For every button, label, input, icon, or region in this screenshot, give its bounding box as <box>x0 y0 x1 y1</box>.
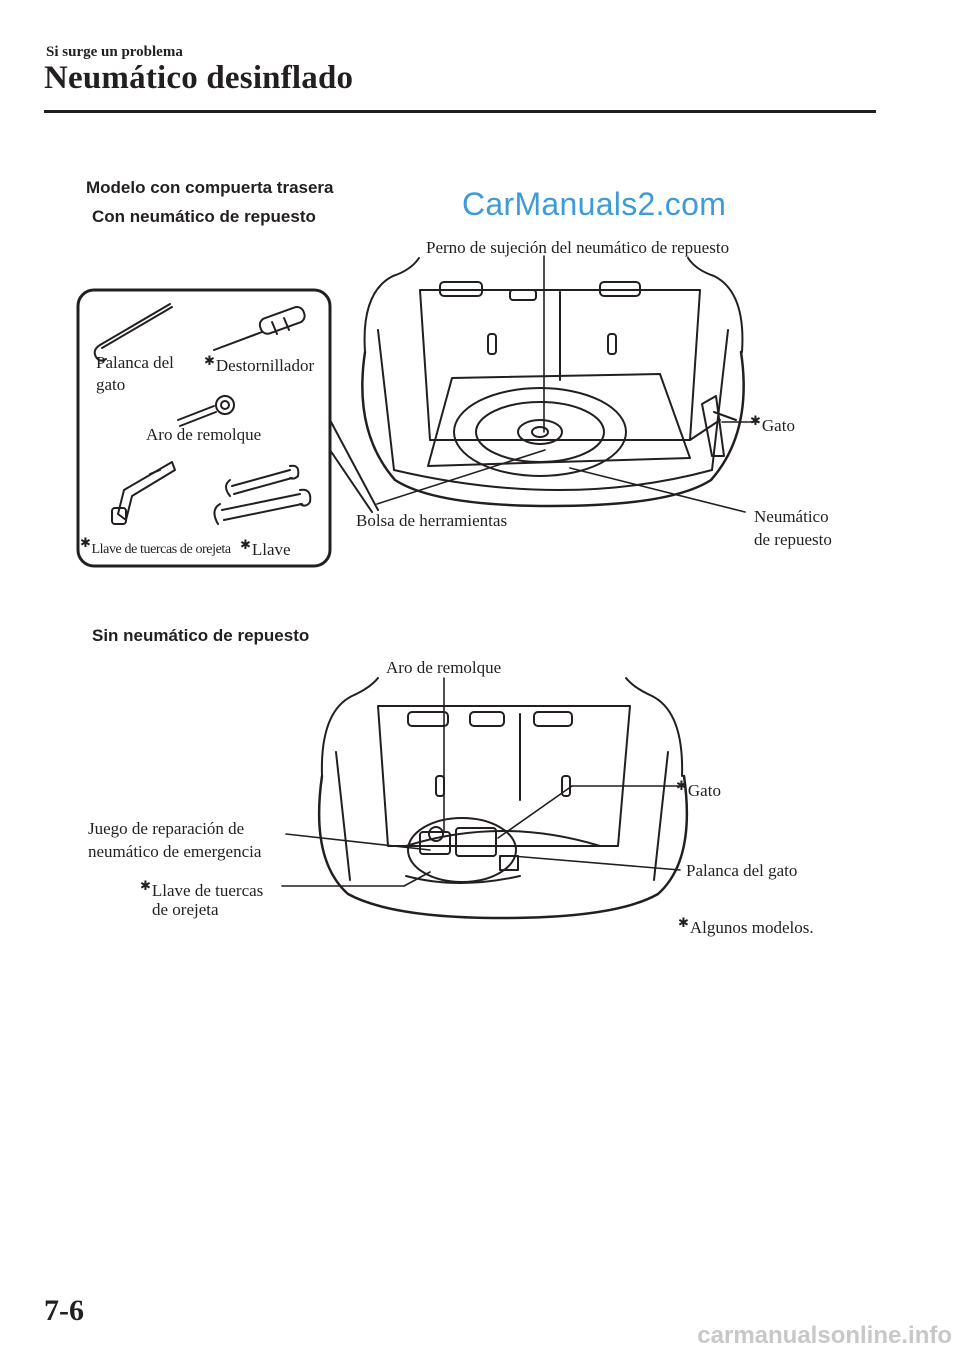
asterisk-icon: ✱ <box>678 915 689 930</box>
trunk-with-spare-illustration <box>362 258 743 506</box>
label-spare-tire-line1: Neumático <box>754 506 829 528</box>
label-lug-wrench-2-line1: ✱Llave de tuercas <box>140 875 263 902</box>
label-jack-lever-line2: gato <box>96 374 125 396</box>
label-repair-kit-line2: neumático de emergencia <box>88 841 261 863</box>
asterisk-icon: ✱ <box>204 353 215 368</box>
label-spare-tire-line2: de repuesto <box>754 529 832 551</box>
label-jack: ✱Gato <box>750 410 795 437</box>
label-screwdriver: ✱Destornillador <box>204 350 314 377</box>
label-jack-lever-2: Palanca del gato <box>686 860 797 882</box>
label-tool-bag: Bolsa de herramientas <box>356 510 507 532</box>
asterisk-icon: ✱ <box>240 537 251 552</box>
label-repair-kit-line1: Juego de reparación de <box>88 818 244 840</box>
label-spare-bolt: Perno de sujeción del neumático de repue… <box>426 237 729 259</box>
label-jack-lever-line1: Palanca del <box>96 352 174 374</box>
label-tow-hook: Aro de remolque <box>146 424 261 446</box>
asterisk-icon: ✱ <box>140 878 151 893</box>
label-lug-wrench: ✱Llave de tuercas de orejeta <box>80 532 231 561</box>
tow-hook-icon <box>178 396 234 426</box>
label-jack-2: ✱Gato <box>676 775 721 802</box>
lug-wrench-icon <box>112 462 175 524</box>
page-number: 7-6 <box>44 1294 84 1328</box>
asterisk-icon: ✱ <box>750 413 761 428</box>
label-tow-hook-2: Aro de remolque <box>386 657 501 679</box>
wrench-icon <box>214 466 310 524</box>
footnote-some-models: ✱Algunos modelos. <box>678 912 814 939</box>
asterisk-icon: ✱ <box>676 778 687 793</box>
label-wrench: ✱Llave <box>240 534 291 561</box>
asterisk-icon: ✱ <box>80 535 91 550</box>
heading-no-spare: Sin neumático de repuesto <box>92 626 309 646</box>
watermark-footer-link[interactable]: carmanualsonline.info <box>697 1322 952 1350</box>
trunk-no-spare-illustration <box>319 678 687 918</box>
screwdriver-icon <box>214 305 307 350</box>
label-lug-wrench-2-line2: de orejeta <box>152 899 219 921</box>
figure2-leader-lines <box>282 678 682 886</box>
